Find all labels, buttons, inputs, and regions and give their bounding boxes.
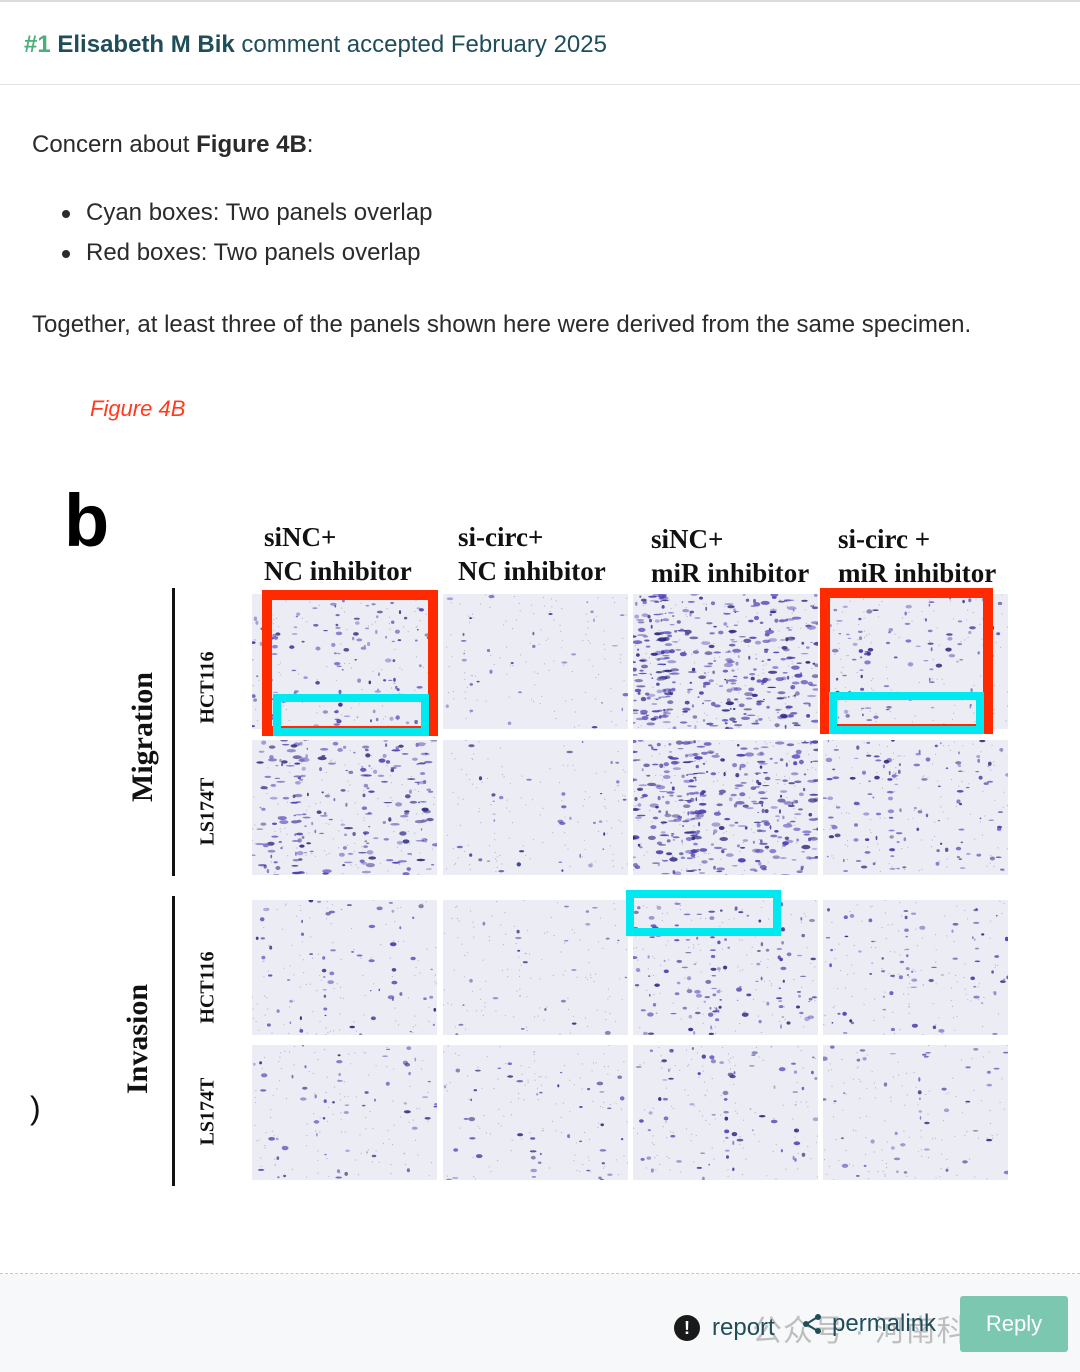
column-header-line1: si-circ +	[838, 524, 931, 554]
micrograph-panel	[443, 1045, 628, 1180]
column-header-line2: NC inhibitor	[458, 556, 606, 586]
cyan-overlap-box-1	[273, 694, 429, 736]
comment-footer	[0, 1274, 1080, 1372]
invasion-bracket	[172, 896, 175, 1186]
comment-author[interactable]: Elisabeth M Bik	[57, 31, 235, 58]
micrograph-panel	[252, 1045, 437, 1180]
cyan-overlap-box-3	[626, 890, 781, 936]
permalink-label: permalink	[832, 1310, 937, 1337]
footer-divider	[0, 1273, 1080, 1274]
conclusion-text: Together, at least three of the panels s…	[32, 311, 972, 338]
group-label-invasion: Invasion	[121, 983, 154, 1095]
column-header-line1: si-circ+	[458, 522, 544, 552]
column-header-line2: NC inhibitor	[264, 556, 412, 586]
panel-letter: b	[64, 479, 110, 562]
micrograph-panel	[252, 740, 437, 875]
alert-icon: !	[674, 1315, 700, 1341]
group-label-migration: Migration	[126, 672, 159, 802]
micrograph-panel	[823, 900, 1008, 1035]
column-header-1: siNC+ NC inhibitor	[264, 520, 412, 588]
cyan-overlap-box-2	[829, 692, 984, 734]
micrograph-panel	[252, 594, 437, 729]
column-header-line2: miR inhibitor	[838, 558, 997, 588]
intro-line: Concern about Figure 4B:	[32, 130, 313, 160]
column-header-3: siNC+ miR inhibitor	[651, 522, 809, 590]
column-header-line2: miR inhibitor	[651, 558, 810, 588]
concern-list: Cyan boxes: Two panels overlap Red boxes…	[56, 198, 432, 278]
micrograph-panel	[633, 900, 818, 1035]
micrograph-panel	[633, 1045, 818, 1180]
watermark-text: 公众号 · 河南科研	[752, 1315, 999, 1348]
micrograph-panel	[443, 740, 628, 875]
list-item: Red boxes: Two panels overlap	[56, 238, 432, 278]
micrograph-panel	[443, 594, 628, 729]
list-item: Cyan boxes: Two panels overlap	[56, 198, 432, 238]
column-header-2: si-circ+ NC inhibitor	[458, 520, 606, 588]
intro-suffix: :	[306, 131, 314, 158]
reply-button[interactable]: Reply	[960, 1296, 1068, 1352]
comment-number: #1	[24, 31, 51, 58]
permalink-link[interactable]: permalink	[800, 1310, 936, 1338]
migration-bracket	[172, 588, 175, 876]
row-label-hct116-migration: HCT116	[196, 651, 219, 724]
stray-mark: )	[30, 1090, 41, 1126]
intro-prefix: Concern about	[32, 131, 197, 158]
column-header-line1: siNC+	[264, 522, 337, 552]
micrograph-panel	[443, 900, 628, 1035]
column-header-line1: siNC+	[651, 524, 724, 554]
micrograph-panel	[252, 900, 437, 1035]
report-link[interactable]: ! report	[674, 1314, 775, 1342]
comment-header: #1 Elisabeth M Bik comment accepted Febr…	[0, 2, 1080, 85]
column-header-4: si-circ + miR inhibitor	[838, 522, 996, 590]
comment-title: #1 Elisabeth M Bik comment accepted Febr…	[24, 30, 607, 60]
micrograph-panel	[633, 594, 818, 729]
row-label-hct116-invasion: HCT116	[196, 951, 219, 1024]
top-border	[0, 0, 1080, 2]
micrograph-panel	[823, 1045, 1008, 1180]
comment-status: comment accepted February 2025	[241, 31, 607, 58]
share-icon	[803, 1314, 821, 1334]
row-label-ls174t-migration: LS174T	[196, 777, 219, 846]
micrograph-panel	[823, 740, 1008, 875]
intro-bold: Figure 4B	[196, 131, 307, 158]
row-label-ls174t-invasion: LS174T	[196, 1077, 219, 1146]
figure-caption: Figure 4B	[90, 396, 186, 421]
micrograph-panel	[633, 740, 818, 875]
report-label: report	[712, 1314, 775, 1341]
